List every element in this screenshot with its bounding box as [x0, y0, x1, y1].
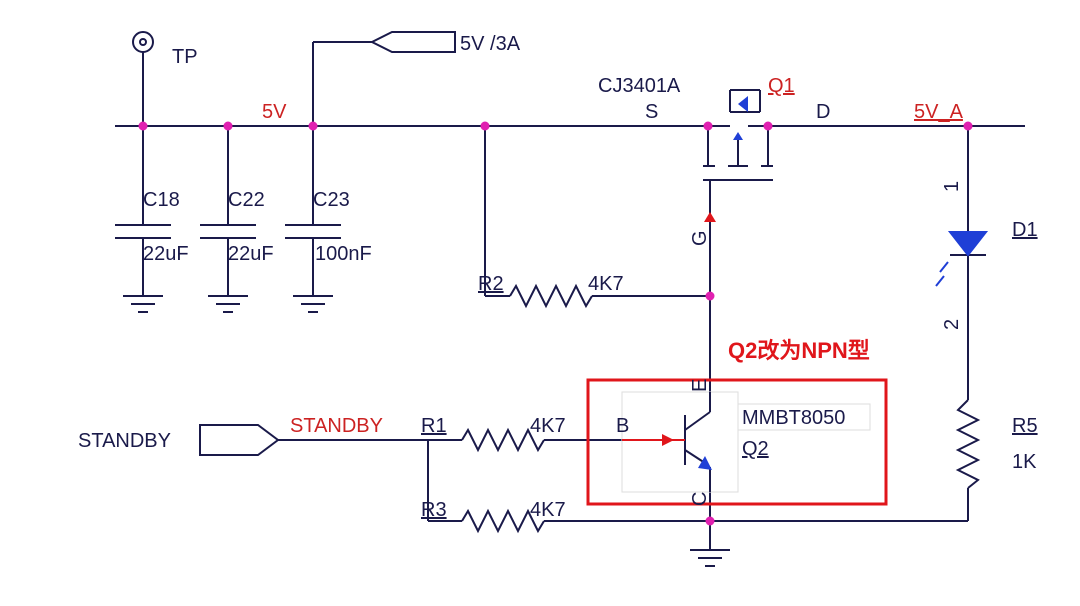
label-r5-value: 1K — [1012, 451, 1037, 473]
label-supply-5v3a: 5V /3A — [460, 33, 521, 55]
ground-symbol-c22 — [208, 295, 248, 313]
resistor-r5 — [955, 399, 981, 489]
label-c23: C23 — [313, 189, 350, 211]
body-diode-icon — [738, 96, 748, 112]
gate-arrow-icon — [704, 212, 716, 222]
annotation-box — [586, 378, 888, 506]
test-point-symbol — [132, 31, 154, 53]
label-net-5va: 5V_A — [914, 101, 964, 123]
resistor-r1 — [461, 427, 545, 453]
label-q1-source: S — [645, 101, 658, 123]
base-arrow-icon — [662, 434, 674, 446]
label-r1-ref: R1 — [421, 415, 447, 437]
part-number-box — [737, 403, 871, 431]
annotation-note: Q2改为NPN型 — [728, 338, 870, 363]
led-d1 — [947, 231, 989, 257]
label-standby-port: STANDBY — [78, 430, 171, 452]
label-d1-ref: D1 — [1012, 219, 1038, 241]
ground-symbol-c23 — [293, 295, 333, 313]
capacitor-c23 — [285, 126, 341, 296]
label-q1-ref: Q1 — [768, 75, 795, 97]
label-r2-ref: R2 — [478, 273, 504, 295]
label-q2-part: MMBT8050 — [742, 407, 845, 429]
label-q1-drain: D — [816, 101, 830, 123]
junction-dots — [138, 121, 973, 526]
label-d1-pin1: 1 — [941, 181, 963, 192]
supply-port-symbol — [369, 31, 456, 53]
mosfet-q1 — [700, 89, 775, 296]
label-q1-gate: G — [689, 230, 711, 246]
ground-symbol-q2 — [690, 549, 730, 567]
label-q2-base: B — [616, 415, 629, 437]
label-net-5v: 5V — [262, 101, 287, 123]
label-q2-collector: C — [689, 492, 711, 506]
label-c18-value: 22uF — [143, 243, 189, 265]
label-q1-part: CJ3401A — [598, 75, 681, 97]
capacitor-c22 — [200, 126, 256, 296]
label-c22-value: 22uF — [228, 243, 274, 265]
label-d1-pin2: 2 — [941, 319, 963, 330]
label-q2-emitter: E — [689, 379, 711, 392]
resistor-r3 — [461, 508, 545, 534]
label-r3-ref: R3 — [421, 499, 447, 521]
label-r5-ref: R5 — [1012, 415, 1038, 437]
label-q2-ref: Q2 — [742, 438, 769, 460]
capacitor-c18 — [115, 126, 171, 296]
label-r2-value: 4K7 — [588, 273, 624, 295]
npn-transistor-overlay — [621, 391, 739, 493]
label-standby-net: STANDBY — [290, 415, 383, 437]
emitter-arrow-icon — [698, 456, 712, 470]
standby-port-symbol — [199, 424, 280, 456]
label-c22: C22 — [228, 189, 265, 211]
label-r3-value: 4K7 — [530, 499, 566, 521]
label-r1-value: 4K7 — [530, 415, 566, 437]
resistor-r2 — [509, 283, 593, 309]
label-tp: TP — [172, 46, 198, 68]
led-emission-icon — [935, 261, 949, 287]
label-c23-value: 100nF — [315, 243, 372, 265]
ground-symbol-c18 — [123, 295, 163, 313]
label-c18: C18 — [143, 189, 180, 211]
